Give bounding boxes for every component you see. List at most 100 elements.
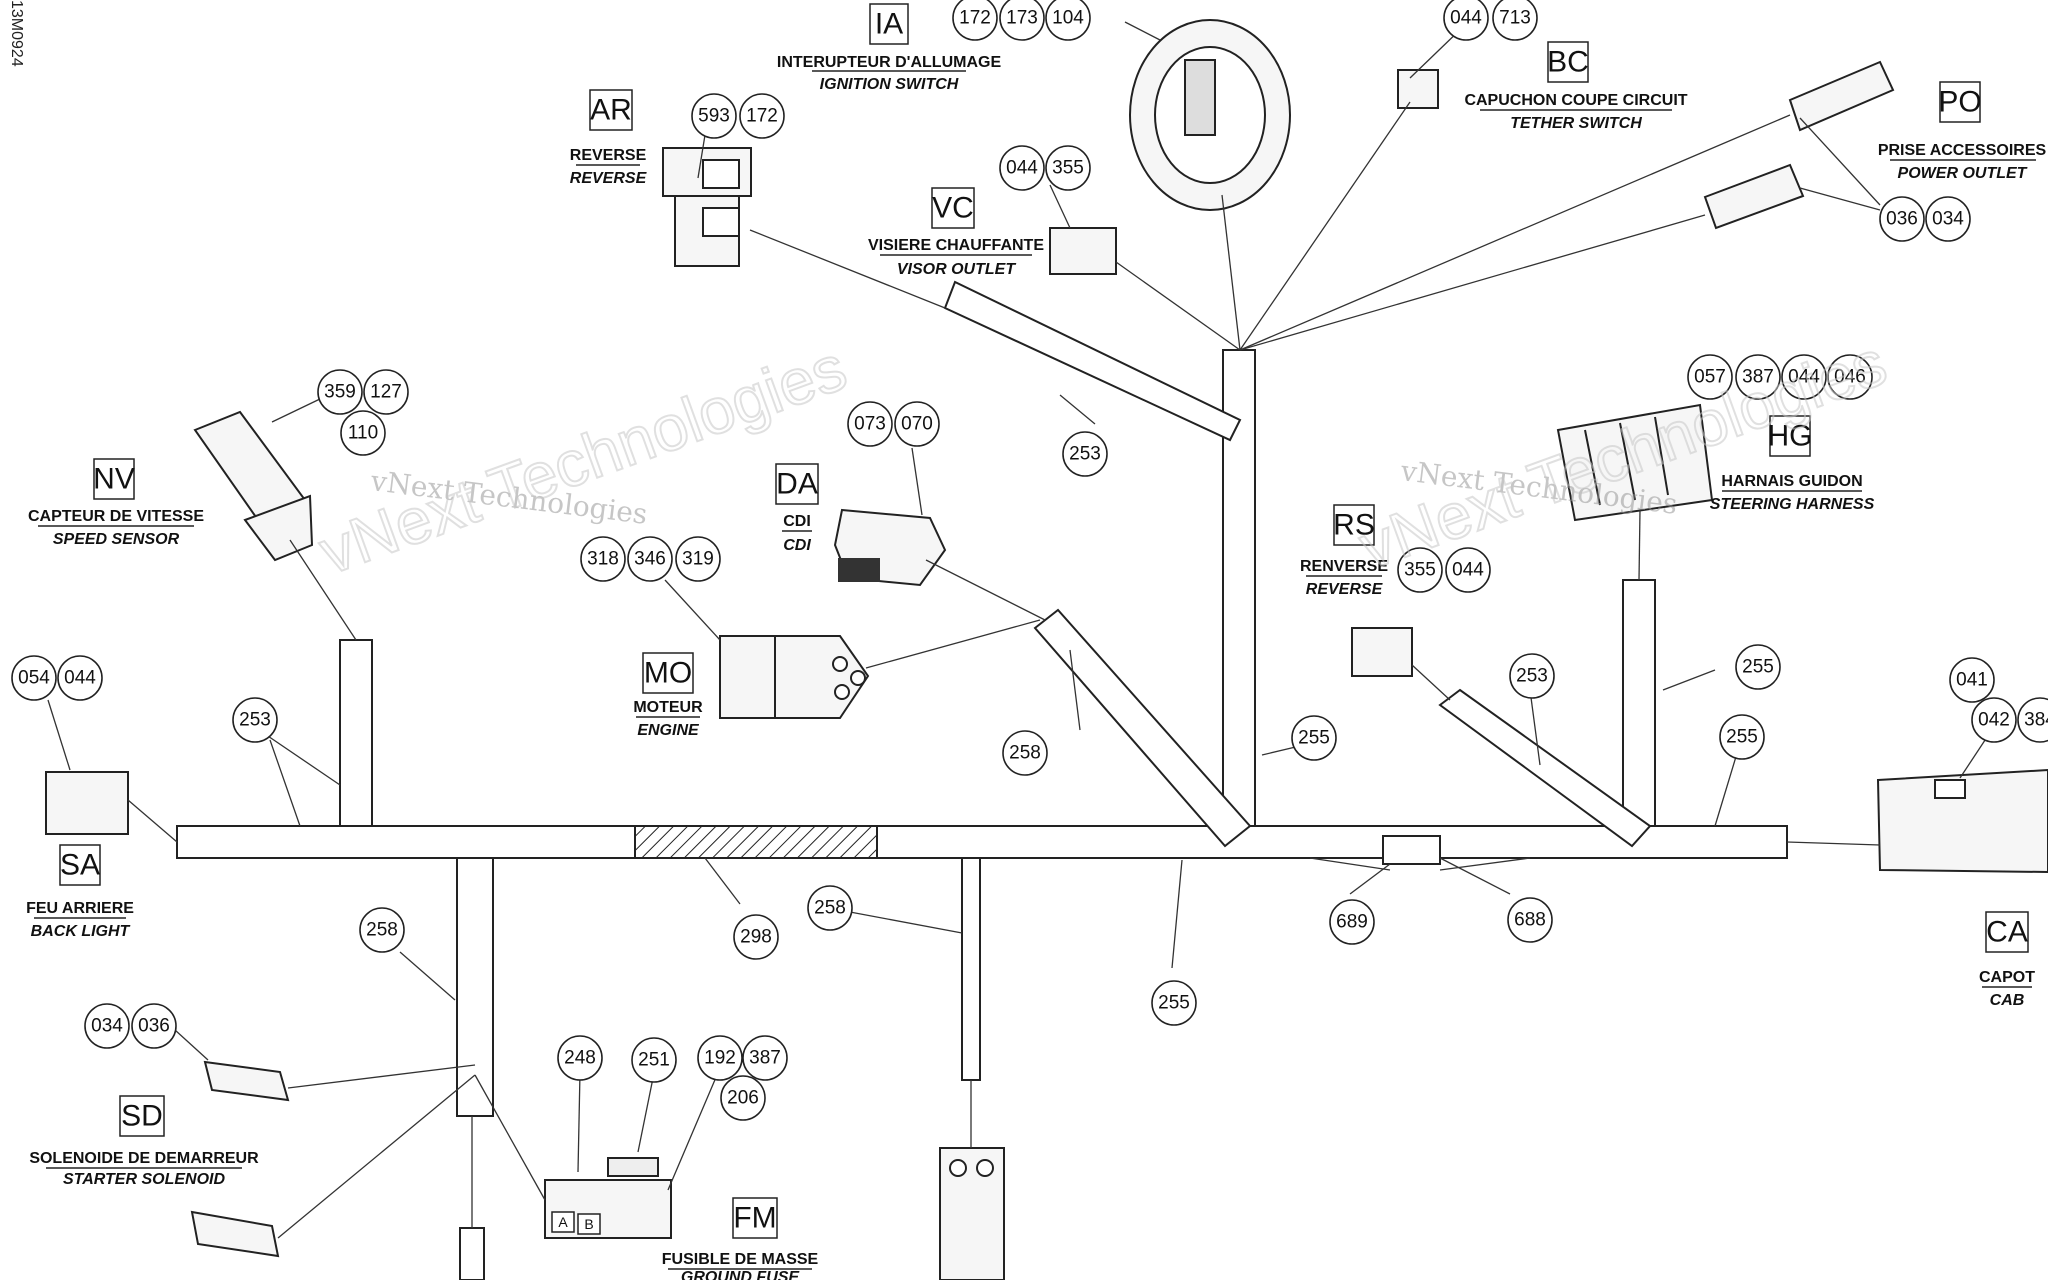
bottom-connector-part	[939, 1147, 1005, 1280]
callout-number: 036	[1886, 209, 1918, 230]
callout-713: 713	[1492, 0, 1538, 41]
component-code-vc: VC	[932, 192, 974, 225]
callout-number: 073	[854, 414, 886, 435]
callout-number: 054	[18, 668, 50, 689]
main-harness	[176, 280, 1788, 1280]
callout-number: 255	[1158, 993, 1190, 1014]
callout-255: 255	[1291, 715, 1337, 761]
callout-034: 034	[84, 1003, 130, 1049]
component-fr-bc: CAPUCHON COUPE CIRCUIT	[1464, 92, 1687, 109]
callout-255: 255	[1151, 980, 1197, 1026]
callout-number: 044	[1452, 560, 1484, 581]
callout-255: 255	[1719, 714, 1765, 760]
component-fr-ca: CAPOT	[1979, 969, 2035, 986]
callout-248: 248	[557, 1035, 603, 1081]
hatched-section	[634, 825, 878, 859]
callout-355: 355	[1397, 547, 1443, 593]
callout-number: 041	[1956, 670, 1988, 691]
starter-solenoid-part-1	[203, 1060, 290, 1102]
callout-number: 192	[704, 1048, 736, 1069]
callout-044: 044	[1781, 354, 1827, 400]
callout-206: 206	[720, 1075, 766, 1121]
component-en-hg: STEERING HARNESS	[1710, 496, 1875, 513]
component-da: DA CDI CDI	[775, 463, 819, 554]
callout-number: 346	[634, 549, 666, 570]
callout-042: 042	[1971, 697, 2017, 743]
component-nv: NV CAPTEUR DE VITESSE SPEED SENSOR	[28, 458, 204, 548]
power-outlet-part-1	[1788, 60, 1895, 132]
callout-057: 057	[1687, 354, 1733, 400]
callout-number: 593	[698, 106, 730, 127]
component-vc: VC VISIERE CHAUFFANTE VISOR OUTLET	[868, 187, 1044, 278]
callout-number: 355	[1052, 158, 1084, 179]
callout-041: 041	[1949, 657, 1995, 703]
callout-318: 318	[580, 536, 626, 582]
callout-number: 044	[64, 668, 96, 689]
callout-104: 104	[1045, 0, 1091, 41]
component-en-mo: ENGINE	[637, 722, 700, 739]
engine-connector-part	[719, 635, 870, 719]
callout-251: 251	[631, 1037, 677, 1083]
component-en-sd: STARTER SOLENOID	[63, 1171, 226, 1188]
callout-number: 258	[814, 898, 846, 919]
component-en-vc: VISOR OUTLET	[897, 261, 1016, 278]
component-code-bc: BC	[1547, 46, 1589, 79]
component-rs: RS RENVERSE REVERSE	[1300, 504, 1388, 598]
callout-number: 258	[1009, 743, 1041, 764]
callout-number: 034	[91, 1016, 123, 1037]
component-sd: SD SOLENOIDE DE DEMARREUR STARTER SOLENO…	[29, 1095, 259, 1188]
callout-number: 255	[1726, 727, 1758, 748]
callout-359: 359	[317, 369, 363, 415]
leader-lines	[47, 21, 1996, 1191]
callout-number: 255	[1742, 657, 1774, 678]
cab-connector-part	[1876, 768, 2048, 874]
component-fr-po: PRISE ACCESSOIRES	[1878, 142, 2047, 159]
callout-172: 172	[739, 93, 785, 139]
component-fr-rs: RENVERSE	[1300, 558, 1388, 575]
component-code-ca: CA	[1986, 916, 2028, 949]
ground-fuse-part: A B	[544, 1157, 672, 1239]
callout-number: 248	[564, 1048, 596, 1069]
component-fr-fm: FUSIBLE DE MASSE	[662, 1251, 819, 1268]
callout-number: 688	[1514, 910, 1546, 931]
component-en-fm: GROUND FUSE	[681, 1269, 801, 1280]
speed-sensor-part	[193, 410, 314, 562]
callout-number: 384	[2024, 710, 2048, 731]
callout-298: 298	[733, 914, 779, 960]
callout-number: 253	[1516, 666, 1548, 687]
component-code-ar: AR	[590, 94, 632, 127]
callout-253: 253	[1509, 653, 1555, 699]
callout-073: 073	[847, 401, 893, 447]
callout-046: 046	[1827, 354, 1873, 400]
component-fm: FM FUSIBLE DE MASSE GROUND FUSE	[662, 1197, 819, 1280]
ignition-switch-part	[1129, 19, 1291, 211]
component-en-nv: SPEED SENSOR	[53, 531, 180, 548]
component-sa: SA FEU ARRIERE BACK LIGHT	[26, 844, 134, 940]
visor-outlet-part	[1049, 227, 1117, 275]
component-code-po: PO	[1938, 86, 1981, 119]
callout-258: 258	[807, 885, 853, 931]
callout-044: 044	[57, 655, 103, 701]
callout-number: 255	[1298, 728, 1330, 749]
callout-number: 057	[1694, 367, 1726, 388]
reverse-connector-part	[662, 147, 752, 267]
component-code-mo: MO	[644, 657, 692, 690]
component-code-sa: SA	[60, 849, 100, 882]
callout-387: 387	[1735, 354, 1781, 400]
component-en-ar: REVERSE	[570, 170, 648, 187]
callout-127: 127	[363, 369, 409, 415]
callout-384: 384	[2017, 697, 2048, 743]
callout-593: 593	[691, 93, 737, 139]
reverse-switch-part	[1351, 627, 1413, 677]
component-code-da: DA	[776, 468, 818, 501]
component-fr-nv: CAPTEUR DE VITESSE	[28, 508, 204, 525]
callout-number: 172	[959, 8, 991, 29]
callout-number: 689	[1336, 912, 1368, 933]
callout-044: 044	[999, 145, 1045, 191]
callout-688: 688	[1507, 897, 1553, 943]
component-code-fm: FM	[733, 1202, 776, 1235]
callout-070: 070	[894, 401, 940, 447]
component-code-ia: IA	[875, 8, 903, 41]
component-mo: MO MOTEUR ENGINE	[633, 652, 703, 739]
